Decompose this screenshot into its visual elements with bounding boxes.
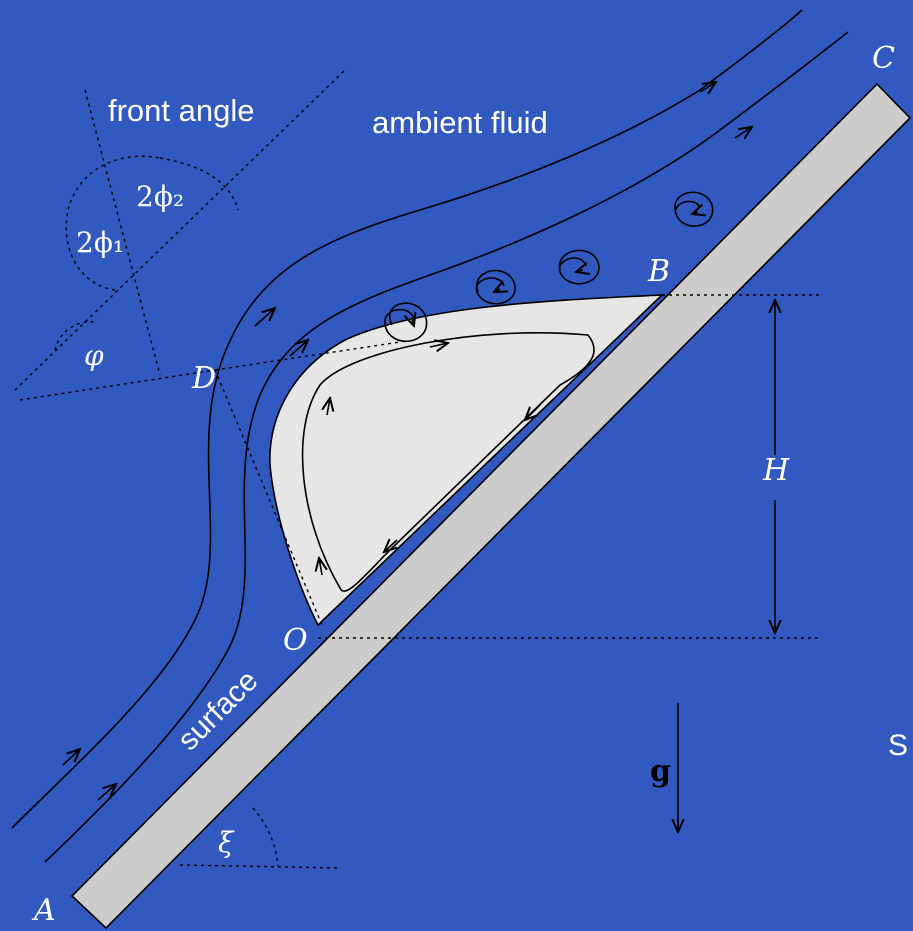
front-angle-label: front angle <box>108 93 255 128</box>
height-h-label: H <box>762 453 790 488</box>
point-b-label: B <box>647 254 670 289</box>
ambient-fluid-label: ambient fluid <box>372 105 548 140</box>
streamline-outer <box>11 9 803 829</box>
inclined-surface <box>70 82 912 930</box>
point-c-label: C <box>872 41 895 76</box>
varphi-label: φ <box>84 339 104 372</box>
point-a-label: A <box>31 893 56 928</box>
slope-xi-label: ξ <box>218 826 235 859</box>
two-phi2-label: 2ϕ₂ <box>136 180 184 213</box>
point-d-label: D <box>191 361 216 396</box>
streamline-inner <box>44 31 849 863</box>
construction-lines <box>14 69 820 869</box>
two-phi1-label: 2ϕ₁ <box>76 226 124 259</box>
interface-eddies <box>384 191 714 342</box>
edge-letter-label: S <box>888 729 908 762</box>
gravity-g-label: g <box>650 754 671 789</box>
point-o-label: O <box>283 623 308 658</box>
internal-circulation-loop <box>301 332 595 592</box>
gravity-current-region <box>269 294 665 627</box>
